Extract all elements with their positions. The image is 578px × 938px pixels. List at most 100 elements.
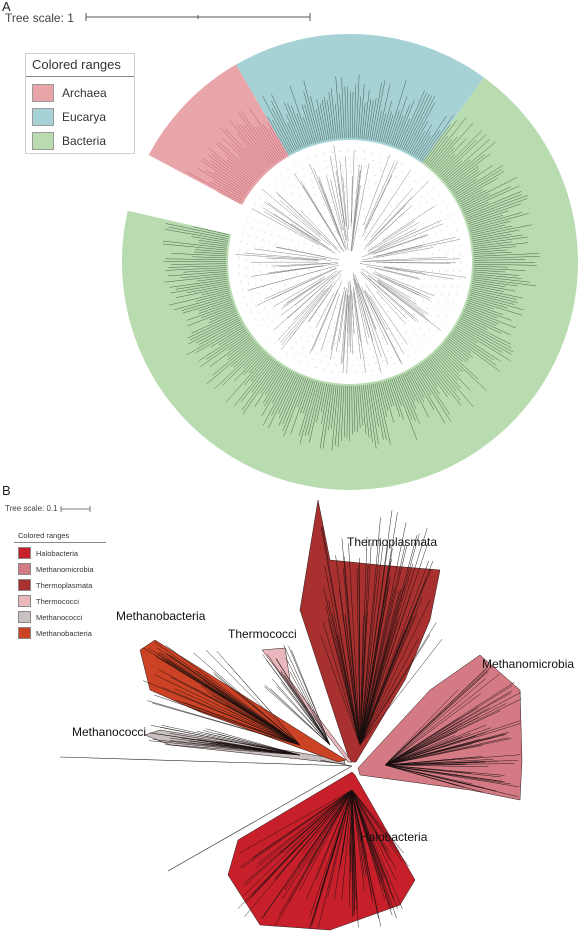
leaf-label xyxy=(195,249,227,253)
leaf-label xyxy=(272,119,291,154)
halobacteria-leaf xyxy=(340,789,353,865)
leaf-label xyxy=(227,339,254,361)
halobacteria-leaf xyxy=(351,789,396,880)
methanobacteria-leaf xyxy=(143,680,301,746)
tree-branch xyxy=(266,257,320,261)
thermoplasmata-leaf xyxy=(343,568,361,746)
leaf-label xyxy=(196,319,241,344)
halobacteria-leaf xyxy=(351,789,403,863)
thermococci-leaf xyxy=(289,671,331,746)
outgroup-branch xyxy=(319,759,353,767)
leaf-label xyxy=(191,236,228,243)
tree-branch xyxy=(300,180,345,253)
leaf-label xyxy=(386,80,407,144)
leaf-label xyxy=(419,364,440,394)
leaf-label xyxy=(286,114,302,149)
panel-a-letter: A xyxy=(2,0,11,14)
halobacteria-leaf xyxy=(351,789,400,852)
tree-branch xyxy=(276,247,340,261)
tree-branch xyxy=(244,252,331,261)
leaf-label xyxy=(410,369,435,411)
thermococci-leaf xyxy=(283,645,331,746)
tree-branch xyxy=(353,288,361,342)
bacteria-sector xyxy=(121,77,578,490)
legend-item-archaea: Archaea xyxy=(26,81,134,105)
leaf-label xyxy=(470,289,517,300)
methanobacteria-leaf xyxy=(159,652,301,746)
legend-label: Bacteria xyxy=(62,134,107,148)
leaf-label xyxy=(451,170,480,192)
tree-branch xyxy=(351,171,361,245)
tree-branch xyxy=(318,180,345,247)
leaf-label xyxy=(355,385,358,432)
panel-b-letter: B xyxy=(2,483,11,498)
archaea-sector xyxy=(148,64,290,206)
leaf-label xyxy=(201,288,229,296)
tree-branch xyxy=(378,281,425,315)
thermoplasmata-leaf xyxy=(359,615,364,746)
leaf-label xyxy=(467,300,494,310)
tree-branch xyxy=(365,205,406,247)
leaf-label xyxy=(351,385,353,435)
leaf-label xyxy=(402,94,430,151)
panel-b-scale-bar xyxy=(60,506,91,512)
leaf-label xyxy=(242,363,279,415)
leaf-label xyxy=(473,275,530,283)
leaf-label xyxy=(434,138,467,172)
leaf-label xyxy=(282,376,303,424)
legend-label: Halobacteria xyxy=(36,548,79,558)
thermoplasmata-leaf xyxy=(359,599,431,746)
leaf-label xyxy=(222,347,261,386)
leaf-label xyxy=(465,194,522,217)
leaf-label xyxy=(218,328,246,346)
legend-title: Colored ranges xyxy=(14,529,106,543)
methanobacteria-leaf xyxy=(183,701,301,746)
tree-branch xyxy=(383,267,454,280)
tree-branch xyxy=(374,267,419,279)
tree-branch xyxy=(330,179,343,231)
leaf-label xyxy=(188,317,240,345)
leaf-label xyxy=(451,333,497,366)
leaf-label xyxy=(375,110,382,141)
leaf-label xyxy=(471,224,532,238)
leaf-label xyxy=(363,385,370,438)
leaf-label xyxy=(399,90,425,149)
leaf-label xyxy=(296,113,309,146)
leaf-label xyxy=(197,167,245,198)
tree-branch xyxy=(386,237,456,254)
leaf-label xyxy=(466,303,512,321)
tree-branch xyxy=(312,281,343,351)
halobacteria-leaf xyxy=(282,789,353,900)
leaf-label xyxy=(446,339,470,359)
halobacteria-leaf xyxy=(274,789,353,927)
leaf-label xyxy=(431,355,462,389)
tree-branch xyxy=(263,207,318,242)
leaf-label xyxy=(319,384,331,449)
thermoplasmata-leaf xyxy=(359,561,434,746)
leaf-label xyxy=(234,350,264,382)
leaf-label xyxy=(453,178,478,195)
halobacteria-leaf xyxy=(351,789,398,909)
halobacteria-leaf xyxy=(351,789,368,858)
leaf-label xyxy=(271,108,295,152)
methanobacteria-leaf xyxy=(193,652,301,746)
tree-arc xyxy=(259,171,441,353)
leaf-label xyxy=(307,382,322,436)
halobacteria-leaf xyxy=(309,789,353,918)
leaf-label xyxy=(224,154,257,182)
methanomicrobia-leaf xyxy=(384,745,483,766)
leaf-label xyxy=(331,385,339,451)
leaf-label xyxy=(238,112,276,163)
leaf-label xyxy=(195,292,230,302)
methanomicrobia-leaf xyxy=(384,724,487,766)
leaf-label xyxy=(463,311,497,326)
methanomicrobia-leaf xyxy=(384,678,486,766)
clade-label-methanobacteria: Methanobacteria xyxy=(116,609,206,623)
leaf-label xyxy=(361,385,367,435)
legend-item-thermococci: Thermococci xyxy=(14,593,106,609)
methanomicrobia-leaf xyxy=(384,764,497,792)
thermoplasmata-leaf xyxy=(322,621,361,746)
halobacteria-leaf xyxy=(252,789,353,858)
leaf-label xyxy=(283,377,307,437)
leaf-label xyxy=(367,100,374,140)
